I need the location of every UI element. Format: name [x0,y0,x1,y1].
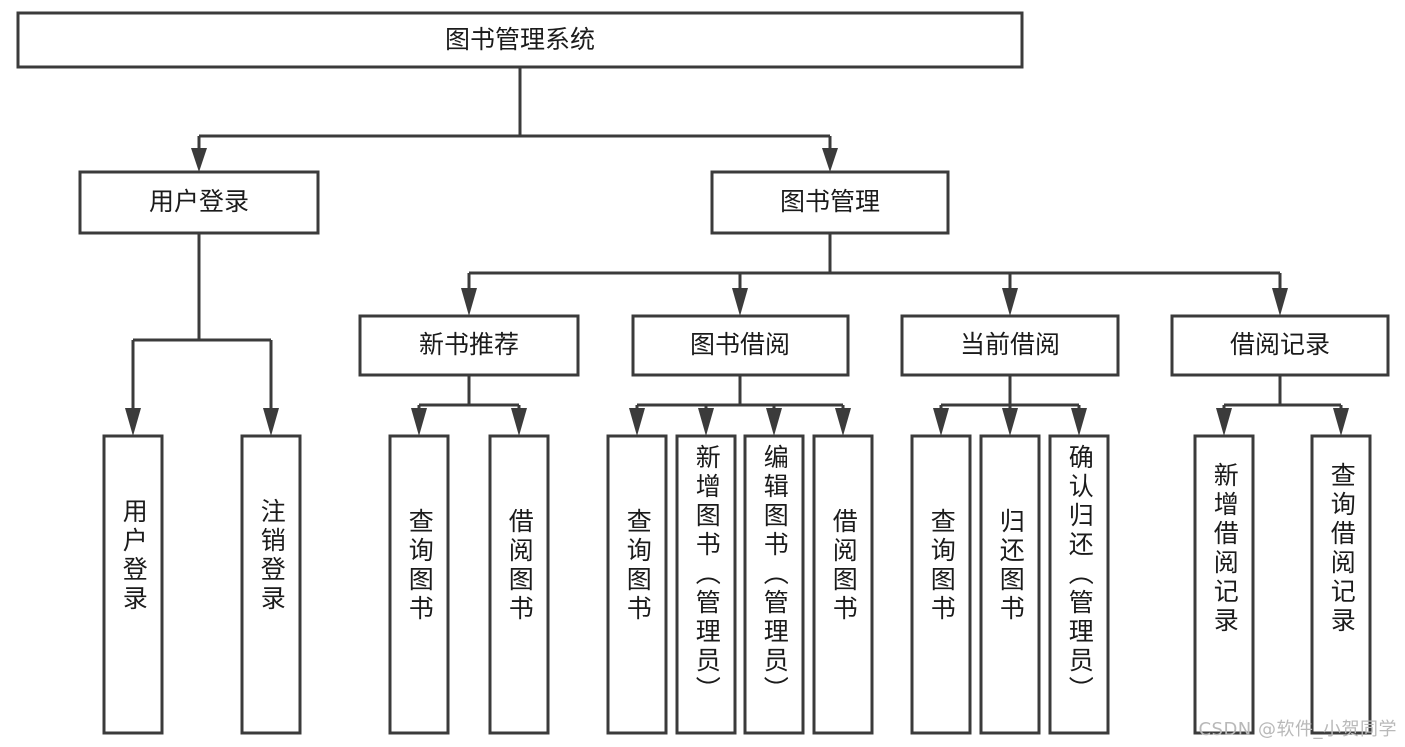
arrowhead-current-borrow-leaf-1 [1002,408,1018,436]
node-new-book-recommend-box[interactable] [358,314,580,377]
node-book-borrow-label: 图书借阅 [690,330,790,359]
leaf-box-book-borrow-0[interactable] [606,434,668,735]
arrowhead-borrow-record-leaf-0 [1216,408,1232,436]
csdn-watermark: CSDN @软件_小贺同学 [1198,719,1397,740]
arrowhead-user-login-leaf-1 [263,408,279,436]
arrowhead-book-borrow-leaf-3 [835,408,851,436]
node-book-borrow-box[interactable] [631,314,850,377]
arrowhead-book-borrow-leaf-2 [766,408,782,436]
leaf-box-user-login-1[interactable] [240,434,302,735]
arrowhead-user-login-leaf-0 [125,408,141,436]
node-user-login-label: 用户登录 [149,187,249,216]
arrowhead-book-borrow-leaf-0 [629,408,645,436]
arrowhead-borrow-record [1272,288,1288,316]
arrowhead-book-borrow [732,288,748,316]
leaf-box-borrow-record-0[interactable] [1193,434,1255,735]
leaf-box-new-book-0[interactable] [388,434,450,735]
node-current-borrow-box[interactable] [900,314,1120,377]
arrowhead-new-book-leaf-1 [511,408,527,436]
leaf-box-book-borrow-1[interactable] [675,434,737,735]
node-book-management-box[interactable] [710,170,950,235]
node-current-borrow-label: 当前借阅 [960,330,1060,359]
arrowhead-new-book-recommend [461,288,477,316]
arrowhead-book-borrow-leaf-1 [698,408,714,436]
node-book-borrow[interactable]: 图书借阅 [631,314,850,377]
node-root-box[interactable] [16,11,1024,69]
arrowhead-current-borrow [1002,288,1018,316]
leaf-box-current-borrow-0[interactable] [910,434,972,735]
node-book-management-label: 图书管理 [780,187,880,216]
node-new-book-recommend-label: 新书推荐 [419,330,519,359]
leaf-box-book-borrow-3[interactable] [812,434,874,735]
arrowhead-current-borrow-leaf-0 [933,408,949,436]
leaf-box-current-borrow-1[interactable] [979,434,1041,735]
node-root-label: 图书管理系统 [445,25,595,54]
node-new-book-recommend[interactable]: 新书推荐 [358,314,580,377]
node-borrow-record-box[interactable] [1170,314,1390,377]
leaf-box-user-login-0[interactable] [102,434,164,735]
leaf-box-book-borrow-2[interactable] [743,434,805,735]
node-root[interactable]: 图书管理系统 [16,11,1024,69]
arrowhead-borrow-record-leaf-1 [1333,408,1349,436]
node-borrow-record-label: 借阅记录 [1230,330,1330,359]
arrowhead-book-mgmt [822,148,838,172]
node-current-borrow[interactable]: 当前借阅 [900,314,1120,377]
node-user-login[interactable]: 用户登录 [78,170,320,235]
arrowhead-current-borrow-leaf-2 [1071,408,1087,436]
leaf-box-borrow-record-1[interactable] [1310,434,1372,735]
node-book-management[interactable]: 图书管理 [710,170,950,235]
node-borrow-record[interactable]: 借阅记录 [1170,314,1390,377]
arrowhead-user-login [191,148,207,172]
leaf-box-new-book-1[interactable] [488,434,550,735]
arrowhead-new-book-leaf-0 [411,408,427,436]
leaf-box-current-borrow-2[interactable] [1048,434,1110,735]
